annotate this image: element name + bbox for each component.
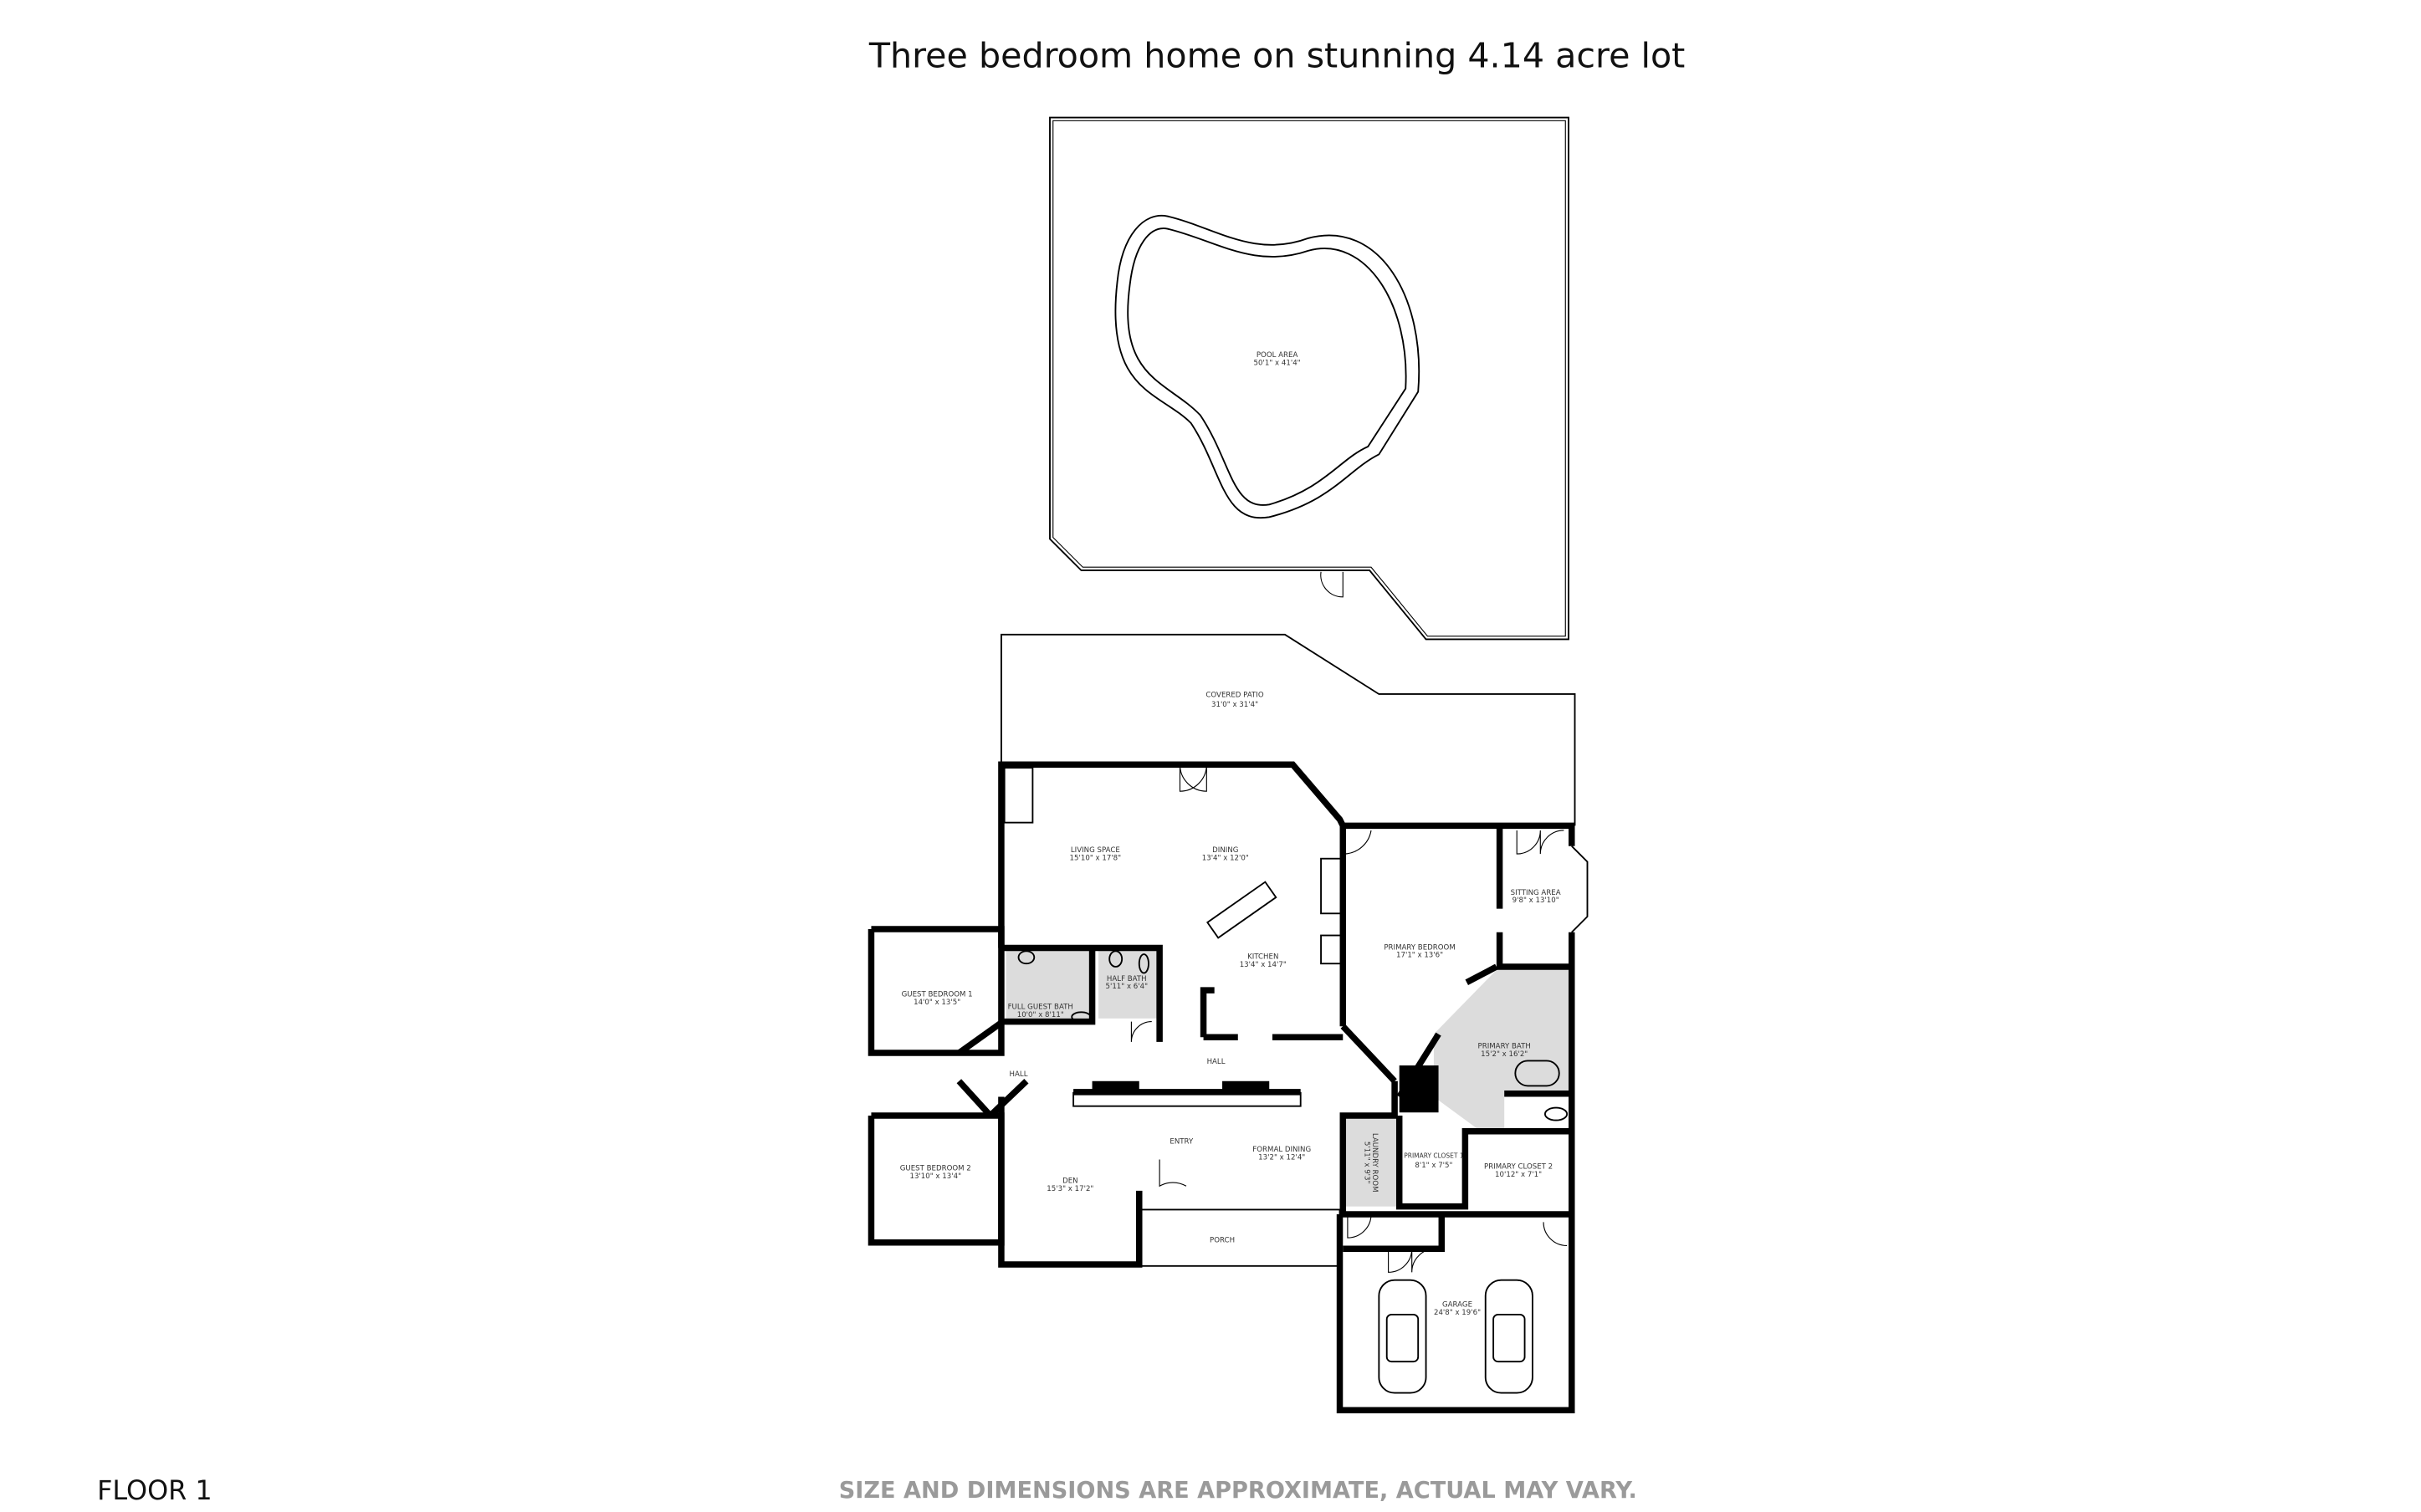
covered-patio [1000, 633, 1576, 826]
room-dims-covered-patio: 31'0" x 31'4" [1211, 701, 1258, 709]
room-name-full-guest-bath: FULL GUEST BATH [1008, 1004, 1073, 1012]
room-name-hall-west: HALL [1010, 1070, 1028, 1079]
room-name-guest-bedroom-1: GUEST BEDROOM 1 [902, 991, 973, 999]
room-dims-primary-closet-2: 10'12" x 7'1" [1495, 1171, 1542, 1179]
kitchen-counter [1320, 857, 1343, 915]
room-labels: POOL AREA 50'1" x 41'4" COVERED PATIO 31… [900, 351, 1561, 1317]
room-dims-living-space: 15'10" x 17'8" [1070, 855, 1122, 863]
room-dims-guest-bedroom-2: 13'10" x 13'4" [909, 1172, 961, 1181]
toilet-icon [1138, 953, 1149, 974]
car-icon [1378, 1279, 1427, 1394]
primary-bath-floor [1433, 966, 1569, 1131]
room-name-covered-patio: COVERED PATIO [1205, 692, 1263, 700]
fireplace-icon [1003, 767, 1034, 824]
room-dims-primary-bedroom: 17'1" x 13'6" [1396, 952, 1443, 960]
room-dims-garage: 24'8" x 19'6" [1434, 1309, 1481, 1317]
room-dims-kitchen: 13'4" x 14'7" [1240, 961, 1287, 969]
room-dims-pool-area: 50'1" x 41'4" [1254, 360, 1301, 368]
toilet-icon [1071, 1011, 1092, 1023]
toilet-icon [1543, 1106, 1569, 1121]
room-name-half-bath: HALF BATH [1107, 975, 1147, 983]
kitchen-island-icon [1206, 881, 1277, 939]
room-dims-den: 15'3" x 17'2" [1047, 1185, 1093, 1193]
room-name-pool-area: POOL AREA [1257, 351, 1298, 360]
disclaimer: SIZE AND DIMENSIONS ARE APPROXIMATE, ACT… [839, 1478, 1637, 1504]
room-name-dining: DINING [1212, 846, 1238, 855]
room-name-primary-bedroom: PRIMARY BEDROOM [1384, 943, 1455, 952]
pool-area [1049, 116, 1569, 641]
room-dims-full-guest-bath: 10'0" x 8'11" [1017, 1011, 1064, 1019]
room-dims-half-bath: 5'11" x 6'4" [1105, 983, 1148, 991]
doors [1130, 764, 1568, 1273]
room-name-living-space: LIVING SPACE [1071, 846, 1120, 855]
sink-icon [1017, 950, 1036, 965]
plan-title: Three bedroom home on stunning 4.14 acre… [868, 36, 1685, 76]
walls [868, 761, 1589, 1413]
pool-gate-door[interactable] [1320, 571, 1344, 598]
room-name-primary-closet-2: PRIMARY CLOSET 2 [1484, 1163, 1553, 1172]
floor-label: FLOOR 1 [97, 1474, 212, 1506]
room-dims-dining: 13'4" x 12'0" [1202, 855, 1249, 863]
room-name-primary-closet-1: PRIMARY CLOSET 1 [1404, 1152, 1464, 1160]
room-name-formal-dining: FORMAL DINING [1252, 1146, 1311, 1154]
room-name-den: DEN [1062, 1177, 1078, 1186]
stove-icon [1320, 934, 1343, 965]
room-name-garage: GARAGE [1442, 1301, 1472, 1310]
room-dims-guest-bedroom-1: 14'0" x 13'5" [914, 999, 960, 1007]
car-icon [1484, 1279, 1533, 1394]
laundry-room-floor [1346, 1116, 1400, 1207]
room-dims-primary-closet-1: 8'1" x 7'5" [1415, 1162, 1452, 1170]
room-name-guest-bedroom-2: GUEST BEDROOM 2 [900, 1165, 971, 1173]
room-name-kitchen: KITCHEN [1247, 953, 1278, 962]
room-dims-primary-bath: 15'2" x 16'2" [1481, 1050, 1528, 1059]
room-name-primary-bath: PRIMARY BATH [1478, 1042, 1531, 1050]
room-dims-laundry-room: 5'11" x 9'3" [1363, 1142, 1371, 1184]
room-name-hall-center: HALL [1207, 1058, 1226, 1066]
room-name-sitting-area: SITTING AREA [1511, 889, 1561, 897]
room-dims-sitting-area: 9'8" x 13'10" [1512, 896, 1559, 905]
bathtub-icon [1514, 1060, 1560, 1087]
sink-icon [1108, 950, 1123, 968]
room-name-entry: ENTRY [1170, 1138, 1194, 1147]
pool-outline [1114, 214, 1420, 519]
room-dims-formal-dining: 13'2" x 12'4" [1258, 1153, 1305, 1162]
room-name-porch: PORCH [1210, 1237, 1235, 1245]
fixtures [1003, 767, 1569, 1394]
room-name-laundry-room: LAUNDRY ROOM [1370, 1133, 1379, 1193]
